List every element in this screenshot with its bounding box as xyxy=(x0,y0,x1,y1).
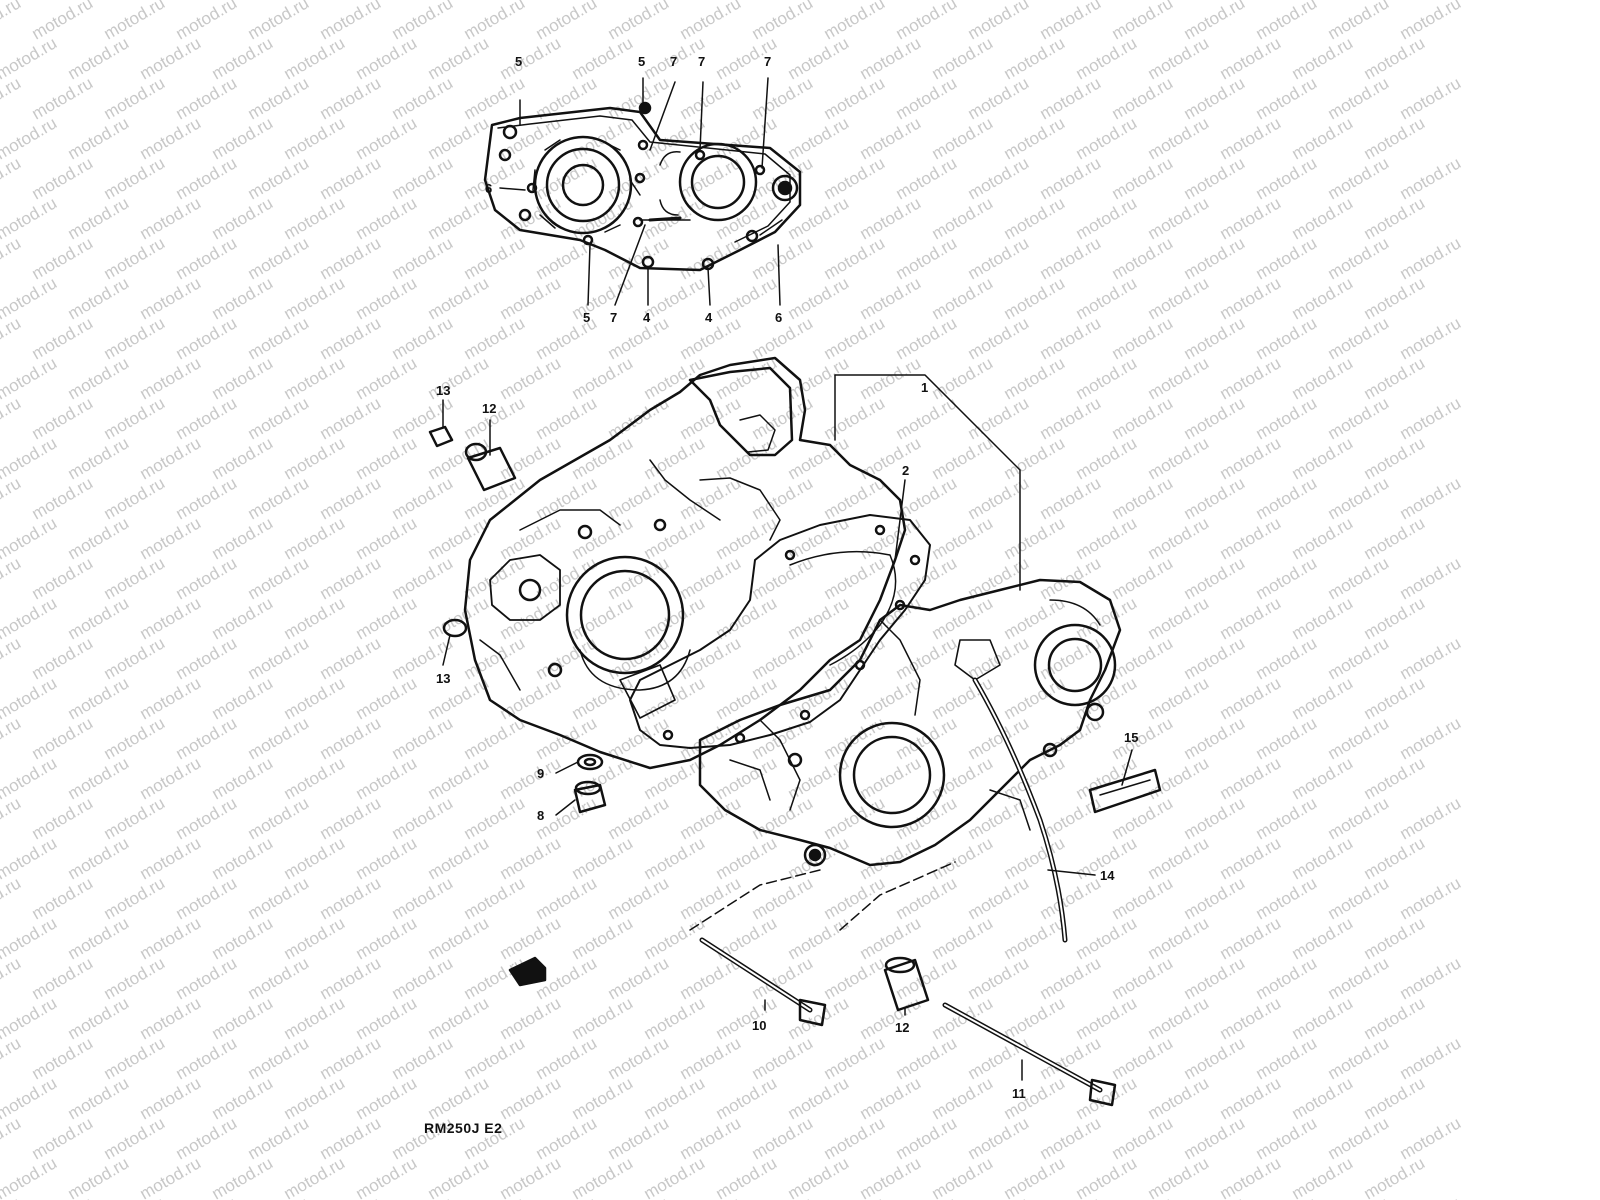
callout-13: 13 xyxy=(436,383,450,398)
callout-5: 5 xyxy=(638,54,645,69)
crankcase-inner-view xyxy=(483,77,802,306)
callout-7: 7 xyxy=(610,310,617,325)
callout-7: 7 xyxy=(670,54,677,69)
callout-2: 2 xyxy=(902,463,909,478)
callout-labels: 5 5 7 7 7 6 5 7 4 4 6 1 2 13 12 13 9 8 1… xyxy=(436,54,1138,1101)
callout-8: 8 xyxy=(537,808,544,823)
callout-6: 6 xyxy=(485,181,492,196)
model-code: RM250J E2 xyxy=(424,1120,503,1136)
callout-4: 4 xyxy=(705,310,713,325)
callout-5: 5 xyxy=(583,310,590,325)
callout-13: 13 xyxy=(436,671,450,686)
callout-1-bracket xyxy=(834,374,1021,591)
leader-lines xyxy=(442,399,1133,1081)
callout-15: 15 xyxy=(1124,730,1138,745)
callout-6: 6 xyxy=(775,310,782,325)
callout-4: 4 xyxy=(643,310,651,325)
callout-11: 11 xyxy=(1012,1086,1026,1101)
callout-7: 7 xyxy=(698,54,705,69)
callout-12: 12 xyxy=(895,1020,909,1035)
crankcase-assembly xyxy=(428,356,1162,1107)
callout-1: 1 xyxy=(921,380,928,395)
callout-7: 7 xyxy=(764,54,771,69)
callout-10: 10 xyxy=(752,1018,766,1033)
callout-5: 5 xyxy=(515,54,522,69)
callout-12: 12 xyxy=(482,401,496,416)
callout-14: 14 xyxy=(1100,868,1115,883)
callout-9: 9 xyxy=(537,766,544,781)
